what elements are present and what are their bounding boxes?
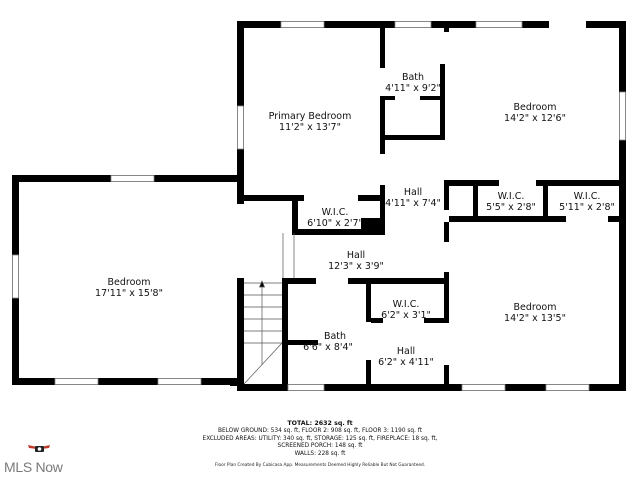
room-hall-main-dims: 12'3" x 3'9" bbox=[328, 261, 384, 272]
windows bbox=[12, 21, 626, 391]
brand-name: MLS Now bbox=[4, 459, 63, 475]
floor-areas: BELOW GROUND: 534 sq. ft, FLOOR 2: 908 s… bbox=[218, 428, 422, 434]
room-wic-east-2-dims: 5'11" x 2'8" bbox=[559, 202, 615, 213]
room-hall-center-name: Hall bbox=[404, 187, 422, 198]
room-bedroom-ne-name: Bedroom bbox=[514, 102, 557, 113]
room-bedroom-se-dims: 14'2" x 13'5" bbox=[504, 313, 566, 324]
room-hall-main-name: Hall bbox=[347, 250, 365, 261]
screened-porch-area: SCREENED PORCH: 148 sq. ft bbox=[277, 443, 363, 449]
camera-wings-icon bbox=[28, 445, 50, 452]
floor-plan: Primary Bedroom 11'2" x 13'7" Bath 4'11"… bbox=[12, 21, 626, 391]
room-bath-lower-dims: 6'6" x 8'4" bbox=[303, 342, 353, 353]
total-area: TOTAL: 2632 sq. ft bbox=[287, 420, 353, 427]
room-wic-center-dims: 6'10" x 2'7" bbox=[307, 218, 363, 229]
room-hall-center-dims: 4'11" x 7'4" bbox=[385, 198, 441, 209]
walls-area: WALLS: 228 sq. ft bbox=[294, 450, 346, 457]
room-bedroom-se-name: Bedroom bbox=[514, 302, 557, 313]
room-hall-south-name: Hall bbox=[397, 346, 415, 357]
room-bedroom-west-dims: 17'11" x 15'8" bbox=[95, 288, 163, 299]
room-wic-center-name: W.I.C. bbox=[322, 207, 349, 218]
disclaimer: Floor Plan Created By Cubicasa App. Meas… bbox=[214, 463, 426, 468]
room-wic-east-1-name: W.I.C. bbox=[498, 191, 525, 202]
room-bedroom-ne-dims: 14'2" x 12'6" bbox=[504, 113, 566, 124]
room-hall-south-dims: 6'2" x 4'11" bbox=[378, 357, 434, 368]
room-labels: Primary Bedroom 11'2" x 13'7" Bath 4'11"… bbox=[95, 72, 615, 368]
room-bath-upper-name: Bath bbox=[402, 72, 424, 83]
room-primary-bedroom-dims: 11'2" x 13'7" bbox=[279, 122, 341, 133]
room-bath-upper-dims: 4'11" x 9'2" bbox=[385, 83, 441, 94]
excluded-areas: EXCLUDED AREAS: UTILITY: 340 sq. ft, STO… bbox=[202, 435, 438, 442]
room-wic-east-1-dims: 5'5" x 2'8" bbox=[486, 202, 536, 213]
room-wic-east-2-name: W.I.C. bbox=[574, 191, 601, 202]
room-bath-lower-name: Bath bbox=[324, 331, 346, 342]
room-primary-bedroom-name: Primary Bedroom bbox=[269, 111, 352, 122]
room-bedroom-west-name: Bedroom bbox=[108, 277, 151, 288]
staircase bbox=[243, 233, 295, 385]
room-wic-south-dims: 6'2" x 3'1" bbox=[381, 310, 431, 321]
room-wic-south-name: W.I.C. bbox=[393, 299, 420, 310]
